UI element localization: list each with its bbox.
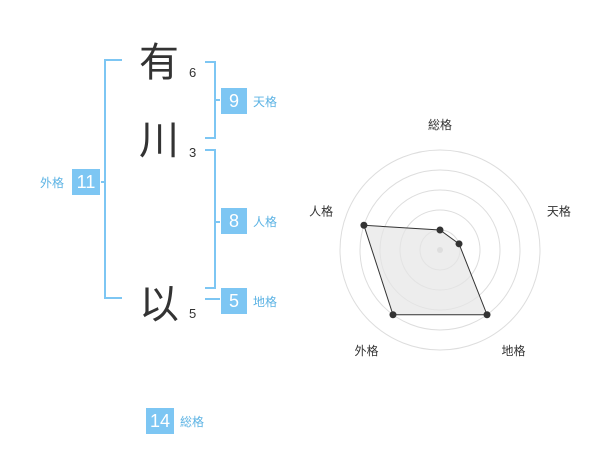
radar-point-5 [360, 221, 368, 229]
stroke-count-1: 6 [189, 65, 197, 80]
radar-point-3 [483, 311, 491, 319]
radar-point-4 [389, 311, 397, 319]
radar-point-2 [455, 240, 463, 248]
radar-point-1 [436, 226, 444, 234]
chikaku-label: 地格 [253, 295, 278, 309]
jinkaku-label: 人格 [253, 215, 278, 229]
gaikaku-badge: 11 [72, 169, 100, 195]
radar-shape [360, 221, 491, 319]
tenkaku-badge: 9 [221, 88, 247, 114]
chikaku-badge: 5 [221, 288, 247, 314]
name-character-1: 有 [139, 40, 179, 86]
name-character-3: 以 [139, 282, 179, 328]
jinkaku-bracket [205, 149, 216, 289]
soukaku-badge: 14 [146, 408, 174, 434]
radar-axis-label-5: 人格 [309, 203, 333, 218]
stroke-count-2: 3 [189, 145, 197, 160]
radar-polygon [363, 224, 488, 316]
radar-ring-5 [339, 149, 541, 351]
gaikaku-label: 外格 [40, 176, 65, 190]
soukaku-label: 総格 [180, 415, 205, 429]
radar-ring-4 [359, 169, 521, 331]
gaikaku-bracket [104, 59, 122, 299]
name-character-2: 川 [139, 118, 179, 164]
stroke-count-3: 5 [189, 306, 197, 321]
radar-axis-label-4: 外格 [355, 343, 379, 358]
radar-axis-label-2: 天格 [547, 203, 571, 218]
tenkaku-label: 天格 [253, 95, 278, 109]
jinkaku-badge: 8 [221, 208, 247, 234]
radar-axis-label-3: 地格 [501, 343, 525, 358]
radar-axis-label-1: 総格 [428, 117, 452, 132]
